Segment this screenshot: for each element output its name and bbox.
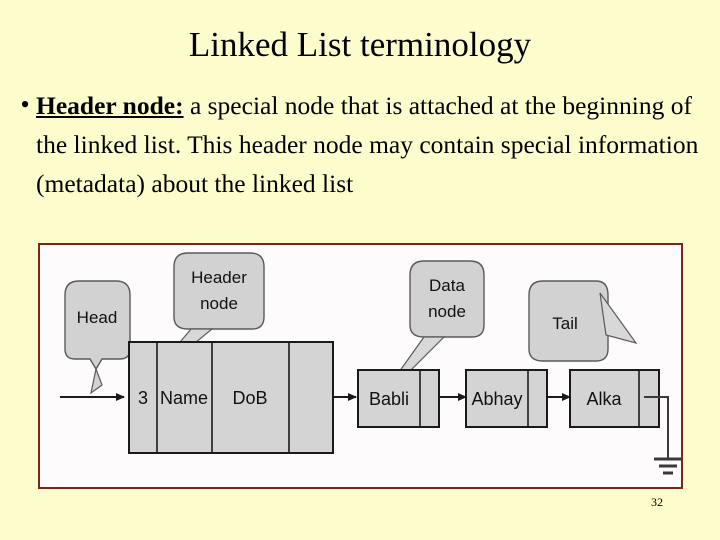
page-number: 32 (651, 495, 663, 509)
data-node-abhay-label: Abhay (471, 389, 522, 409)
callout-data-node: Data node (409, 260, 485, 338)
callout-tail-pointer (599, 292, 638, 345)
data-node-alka-label: Alka (586, 389, 622, 409)
bullet-lead-term: Header node: (36, 91, 184, 120)
bullet-body-text: a special node that is attached at the b… (36, 91, 699, 198)
figure-image: Head Header node 3 (40, 245, 681, 487)
header-node-box: 3 Name DoB (128, 341, 334, 454)
figure-frame: Head Header node 3 (38, 243, 683, 489)
callout-header-node: Header node (173, 252, 265, 330)
data-node-babli-label: Babli (369, 389, 409, 409)
list-item: • Header node: a special node that is at… (14, 86, 710, 203)
ground-null-symbol-icon (644, 396, 681, 475)
callout-head-tail (90, 366, 103, 395)
bullet-text: Header node: a special node that is atta… (36, 86, 710, 203)
header-cell-name: Name (160, 388, 208, 408)
data-node-alka: Alka (569, 369, 660, 428)
callout-data-node-line2: node (428, 302, 466, 321)
callout-tail-label: Tail (552, 314, 578, 333)
callout-data-node-line1: Data (429, 276, 465, 295)
header-cell-dob: DoB (232, 388, 267, 408)
linked-list-diagram-svg: Head Header node 3 (40, 245, 681, 487)
callout-head: Head (64, 280, 131, 371)
callout-header-node-line1: Header (191, 268, 247, 287)
callout-head-label: Head (77, 308, 118, 327)
bullet-marker-icon: • (20, 90, 30, 119)
callout-tail: Tail (528, 280, 609, 362)
page-title: Linked List terminology (188, 25, 532, 64)
header-cell-count: 3 (138, 388, 148, 408)
callout-header-node-line2: node (200, 294, 238, 313)
bullet-list: • Header node: a special node that is at… (14, 86, 710, 203)
data-node-babli: Babli (357, 369, 440, 428)
data-node-abhay: Abhay (465, 369, 548, 428)
